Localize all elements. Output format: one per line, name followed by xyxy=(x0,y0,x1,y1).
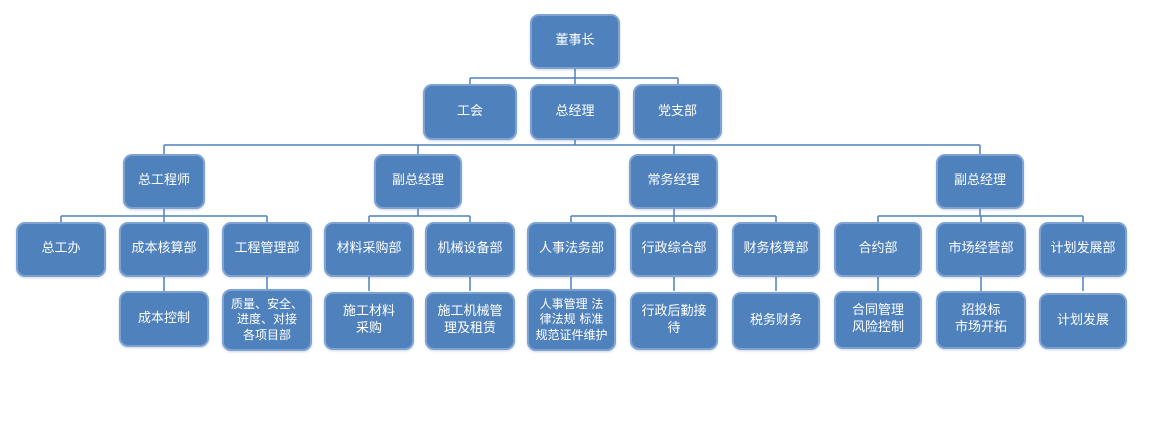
node-cost-accounting-dept: 成本核算部 xyxy=(119,222,209,277)
node-chief-engineer: 总工程师 xyxy=(123,154,205,209)
node-party-branch: 党支部 xyxy=(633,84,722,140)
node-material-procurement-dept: 材料采购部 xyxy=(324,222,414,277)
node-hr-legal-dept: 人事法务部 xyxy=(527,222,616,277)
node-contract-dept: 合约部 xyxy=(834,222,922,277)
node-machinery-management-leasing: 施工机械管 理及租赁 xyxy=(425,292,515,350)
node-quality-safety-progress: 质量、安全、 进度、对接 各项目部 xyxy=(222,289,312,351)
node-deputy-gm-2: 副总经理 xyxy=(936,154,1024,209)
connector-l1-l2 xyxy=(469,69,679,84)
node-admin-logistics-reception: 行政后勤接 待 xyxy=(630,292,718,350)
node-labor-union: 工会 xyxy=(423,84,517,140)
node-admin-general-dept: 行政综合部 xyxy=(630,222,718,277)
node-tax-finance: 税务财务 xyxy=(732,292,820,350)
node-financial-accounting-dept: 财务核算部 xyxy=(732,222,820,277)
connector-deputy-gm-2 xyxy=(877,209,1084,222)
node-hr-management-legal-certs: 人事管理 法 律法规 标准 规范证件维护 xyxy=(527,289,616,351)
connector-executive-manager xyxy=(570,209,777,222)
node-construction-material-purchase: 施工材料 采购 xyxy=(324,292,414,350)
node-engineering-management-dept: 工程管理部 xyxy=(222,222,312,277)
node-market-operation-dept: 市场经营部 xyxy=(936,222,1026,277)
node-chief-engineer-office: 总工办 xyxy=(16,222,106,277)
node-planning-development-dept: 计划发展部 xyxy=(1039,222,1127,277)
node-cost-control: 成本控制 xyxy=(119,291,209,347)
connector-chief-engineer xyxy=(60,209,268,222)
node-deputy-gm-1: 副总经理 xyxy=(374,154,462,209)
connector-l2-l3 xyxy=(163,140,981,154)
node-machinery-equipment-dept: 机械设备部 xyxy=(425,222,515,277)
node-general-manager: 总经理 xyxy=(530,84,620,140)
node-executive-manager: 常务经理 xyxy=(629,154,718,209)
node-contract-risk-control: 合同管理 风险控制 xyxy=(834,291,922,349)
node-chairman: 董事长 xyxy=(530,14,620,69)
node-planning-development: 计划发展 xyxy=(1039,293,1127,349)
connector-deputy-gm-1 xyxy=(368,209,471,222)
node-bidding-market-expansion: 招投标 市场开拓 xyxy=(936,291,1026,349)
